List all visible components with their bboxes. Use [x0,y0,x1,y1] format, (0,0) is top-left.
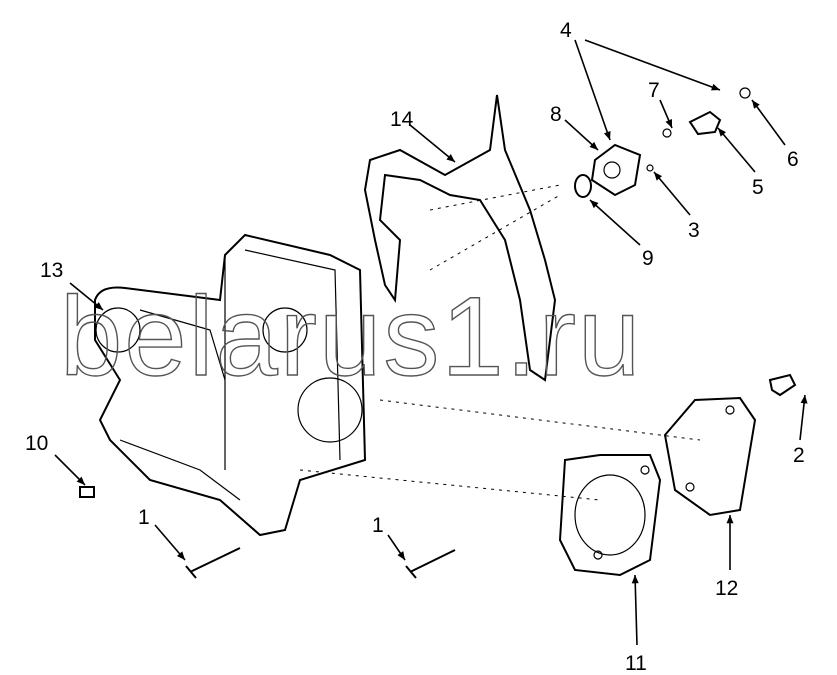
leader-line [751,99,786,146]
leader-line [409,124,456,163]
callout-7: 7 [648,79,673,129]
arrowhead-icon [800,395,808,404]
leader-line [653,171,691,216]
callout-label: 7 [648,79,660,102]
leader-line [584,39,721,91]
leader-line [589,199,641,246]
callout-label: 4 [560,19,572,42]
callout-label: 10 [25,432,48,455]
callout-label: 12 [715,577,738,600]
callout-label: 14 [390,108,414,131]
callout-4: 4 [560,19,721,141]
arrowhead-icon [603,131,611,140]
leader-line [717,127,756,173]
arrowhead-icon [589,141,598,150]
callout-label: 2 [793,444,805,467]
arrowhead-icon [446,154,455,162]
callout-label: 3 [688,219,700,242]
callout-label: 11 [625,652,647,675]
callout-9: 9 [589,199,654,270]
arrowhead-icon [726,515,734,524]
arrowhead-icon [718,128,727,137]
arrowhead-icon [631,575,639,584]
thermostat-housing-part [574,87,751,198]
watermark-text: belarus1.ru [60,274,642,399]
bolt-parts [79,486,456,579]
gasket-part [363,94,557,382]
arrowhead-icon [654,172,663,181]
plate-gasket-part [558,454,662,577]
front-cover-part [94,233,367,537]
callout-label: 8 [550,103,562,126]
callout-label: 5 [752,176,764,199]
callout-label: 1 [372,514,384,537]
callout-10: 10 [25,432,86,486]
callout-8: 8 [550,103,599,151]
arrowhead-icon [590,200,599,209]
leader-line [634,574,638,646]
callout-6: 6 [751,99,799,171]
arrowhead-icon [397,551,405,560]
arrowhead-icon [76,476,85,485]
callout-label: 13 [40,259,63,282]
callout-label: 1 [138,506,150,529]
cover-plate-part [663,373,797,517]
arrowhead-icon [711,83,720,91]
callout-2: 2 [793,394,808,467]
callout-5: 5 [717,127,764,199]
callout-13: 13 [40,259,104,311]
arrowhead-icon [176,551,185,560]
callout-11: 11 [625,574,647,675]
leader-line [574,39,611,141]
callout-1b: 1 [372,514,406,561]
arrowhead-icon [665,119,672,128]
callout-3: 3 [653,171,700,242]
callout-label: 9 [642,247,654,270]
callout-label: 6 [787,148,799,171]
arrowhead-icon [94,302,103,310]
arrowhead-icon [752,100,760,109]
callout-12: 12 [715,515,738,600]
callout-1a: 1 [138,506,186,561]
callout-14: 14 [390,108,456,163]
